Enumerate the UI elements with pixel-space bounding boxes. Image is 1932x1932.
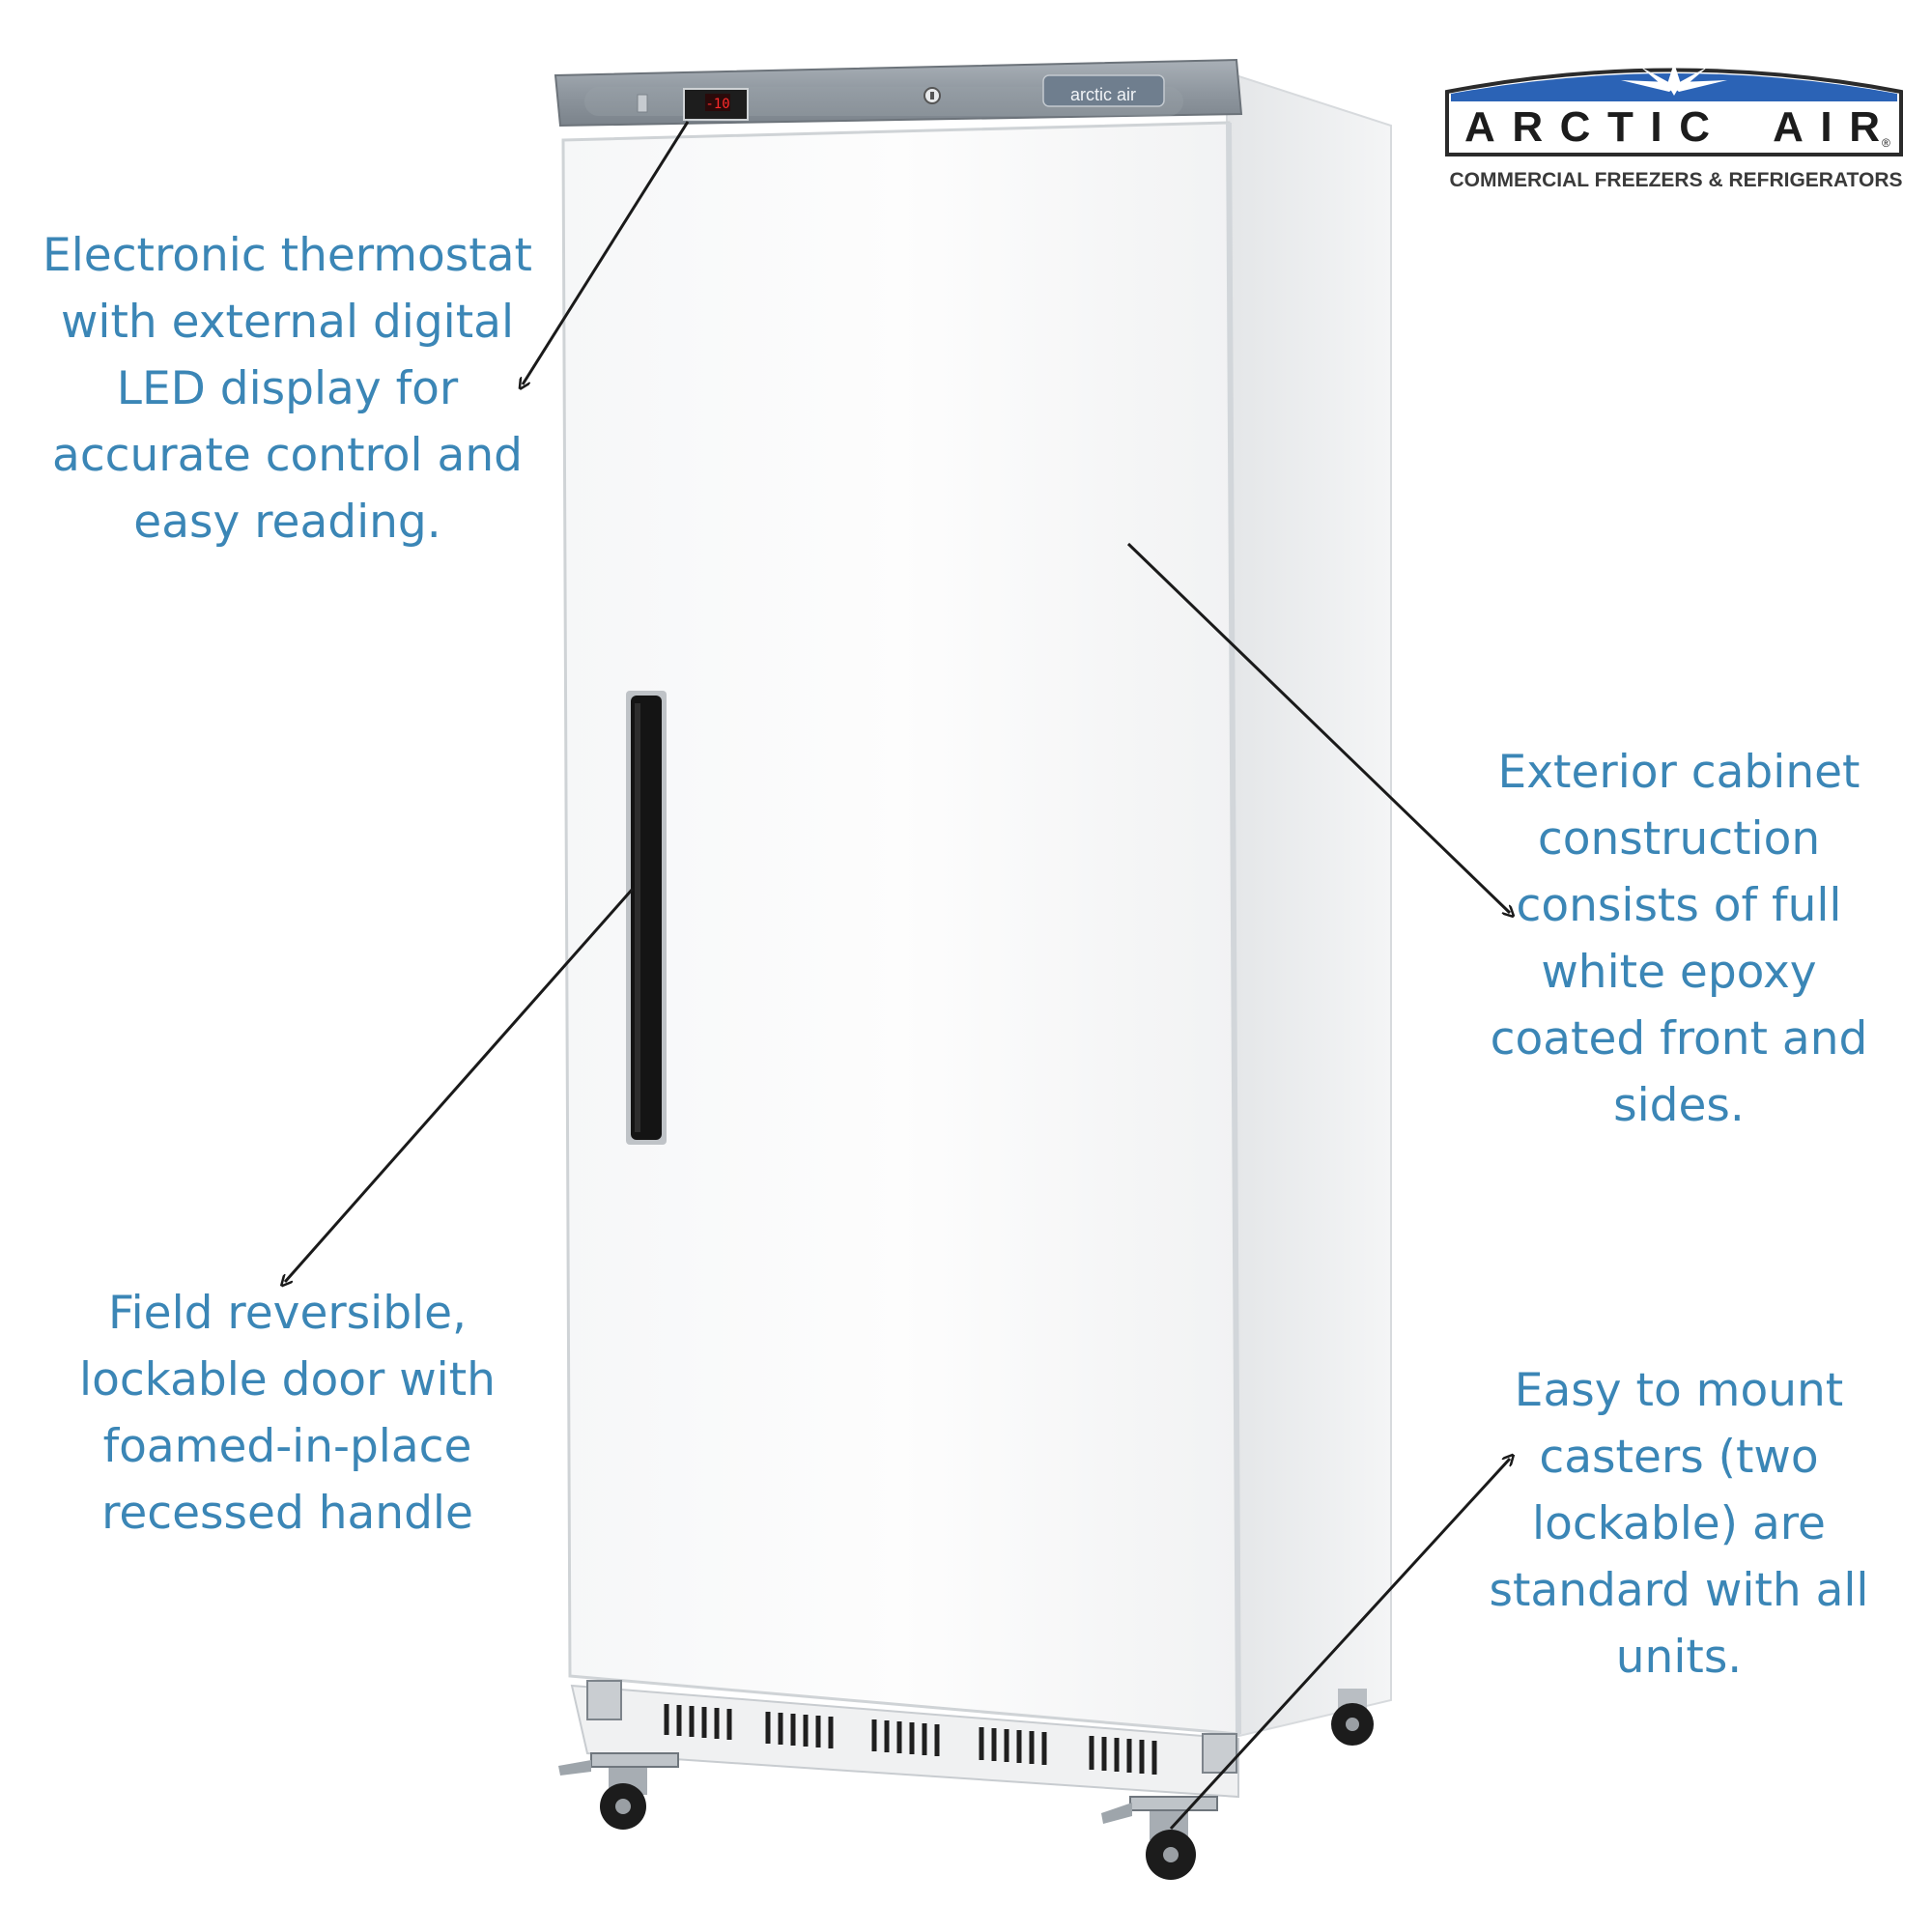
callout-thermostat: Electronic thermostat with external digi… xyxy=(43,229,532,549)
arrow-thermostat xyxy=(523,121,690,384)
vent-grille xyxy=(664,1704,1157,1775)
callout-casters: Easy to mount casters (two lockable) are… xyxy=(1489,1364,1869,1684)
kickplate xyxy=(570,1684,1239,1799)
hinge-bracket xyxy=(586,1680,1237,1774)
registered-mark: ® xyxy=(1882,136,1890,150)
badge-text: arctic air xyxy=(1070,85,1136,104)
display-reading: -10 xyxy=(705,97,729,112)
cabinet-side xyxy=(1226,71,1392,1741)
arrow-cabinet xyxy=(1126,542,1510,913)
caster-front-right xyxy=(1101,1796,1218,1880)
recessed-handle xyxy=(626,691,667,1145)
product-badge: arctic air xyxy=(1042,74,1165,107)
lock-icon xyxy=(923,87,941,104)
logo-banner-icon xyxy=(1445,63,1903,156)
caster-front-left xyxy=(558,1752,679,1830)
sunburst-icon xyxy=(1621,63,1727,96)
arctic-air-logo: A R C T I C A I R ® COMMERCIAL FREEZERS … xyxy=(1437,53,1911,198)
arrow-handle xyxy=(285,888,635,1282)
callout-cabinet: Exterior cabinet construction consists o… xyxy=(1490,746,1868,1132)
logo-tagline: COMMERCIAL FREEZERS & REFRIGERATORS xyxy=(1449,169,1903,191)
callout-door-handle: Field reversible, lockable door with foa… xyxy=(79,1287,496,1540)
arrow-casters xyxy=(1169,1459,1510,1831)
caster-rear-right xyxy=(1331,1689,1374,1746)
led-display: -10 xyxy=(683,88,749,121)
logo-wordmark: A R C T I C A I R xyxy=(1464,103,1880,151)
callout-arrows xyxy=(285,121,1510,1831)
door xyxy=(561,121,1241,1736)
